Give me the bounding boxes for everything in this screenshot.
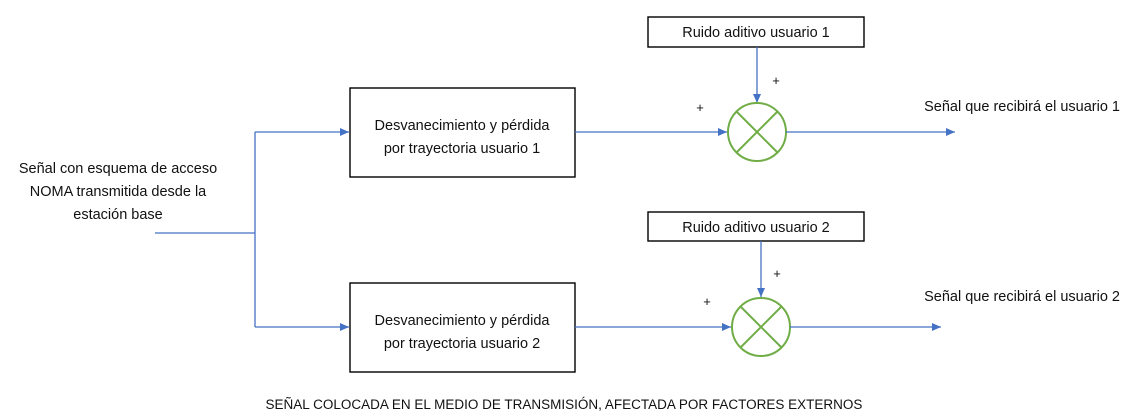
output-label-2: Señal que recibirá el usuario 2 bbox=[924, 289, 1120, 305]
noise-block-2-label: Ruido aditivo usuario 2 bbox=[682, 220, 830, 236]
channel-block-2 bbox=[349, 282, 576, 373]
summer-1-cross-b bbox=[736, 111, 778, 153]
output-label-1: Señal que recibirá el usuario 1 bbox=[924, 99, 1120, 115]
noise-block-2 bbox=[647, 211, 865, 242]
input-label-line-1: Señal con esquema de acceso bbox=[19, 161, 217, 177]
plus-sign-noise-1: + bbox=[772, 73, 780, 88]
input-label-line-2: NOMA transmitida desde la bbox=[30, 184, 207, 200]
summer-2 bbox=[731, 297, 791, 357]
diagram-caption: SEÑAL COLOCADA EN EL MEDIO DE TRANSMISIÓ… bbox=[266, 397, 863, 412]
noise-block-1-label: Ruido aditivo usuario 1 bbox=[682, 25, 830, 41]
channel-block-2-line-2: por trayectoria usuario 2 bbox=[384, 336, 540, 352]
plus-sign-noise-2: + bbox=[773, 266, 781, 281]
summer-2-cross-b bbox=[740, 306, 782, 348]
plus-sign-signal-2: + bbox=[703, 294, 711, 309]
channel-block-2-line-1: Desvanecimiento y pérdida bbox=[375, 313, 551, 329]
user-2-branch: Desvanecimiento y pérdida por trayectori… bbox=[349, 211, 1120, 373]
input-label-line-3: estación base bbox=[73, 207, 162, 223]
user-1-branch: Desvanecimiento y pérdida por trayectori… bbox=[349, 16, 1120, 178]
channel-block-1-line-1: Desvanecimiento y pérdida bbox=[375, 118, 551, 134]
input-label: Señal con esquema de acceso NOMA transmi… bbox=[19, 161, 217, 223]
summer-1 bbox=[727, 102, 787, 162]
channel-block-1 bbox=[349, 87, 576, 178]
noise-block-1 bbox=[647, 16, 865, 48]
channel-block-1-line-2: por trayectoria usuario 1 bbox=[384, 141, 540, 157]
plus-sign-signal-1: + bbox=[696, 100, 704, 115]
